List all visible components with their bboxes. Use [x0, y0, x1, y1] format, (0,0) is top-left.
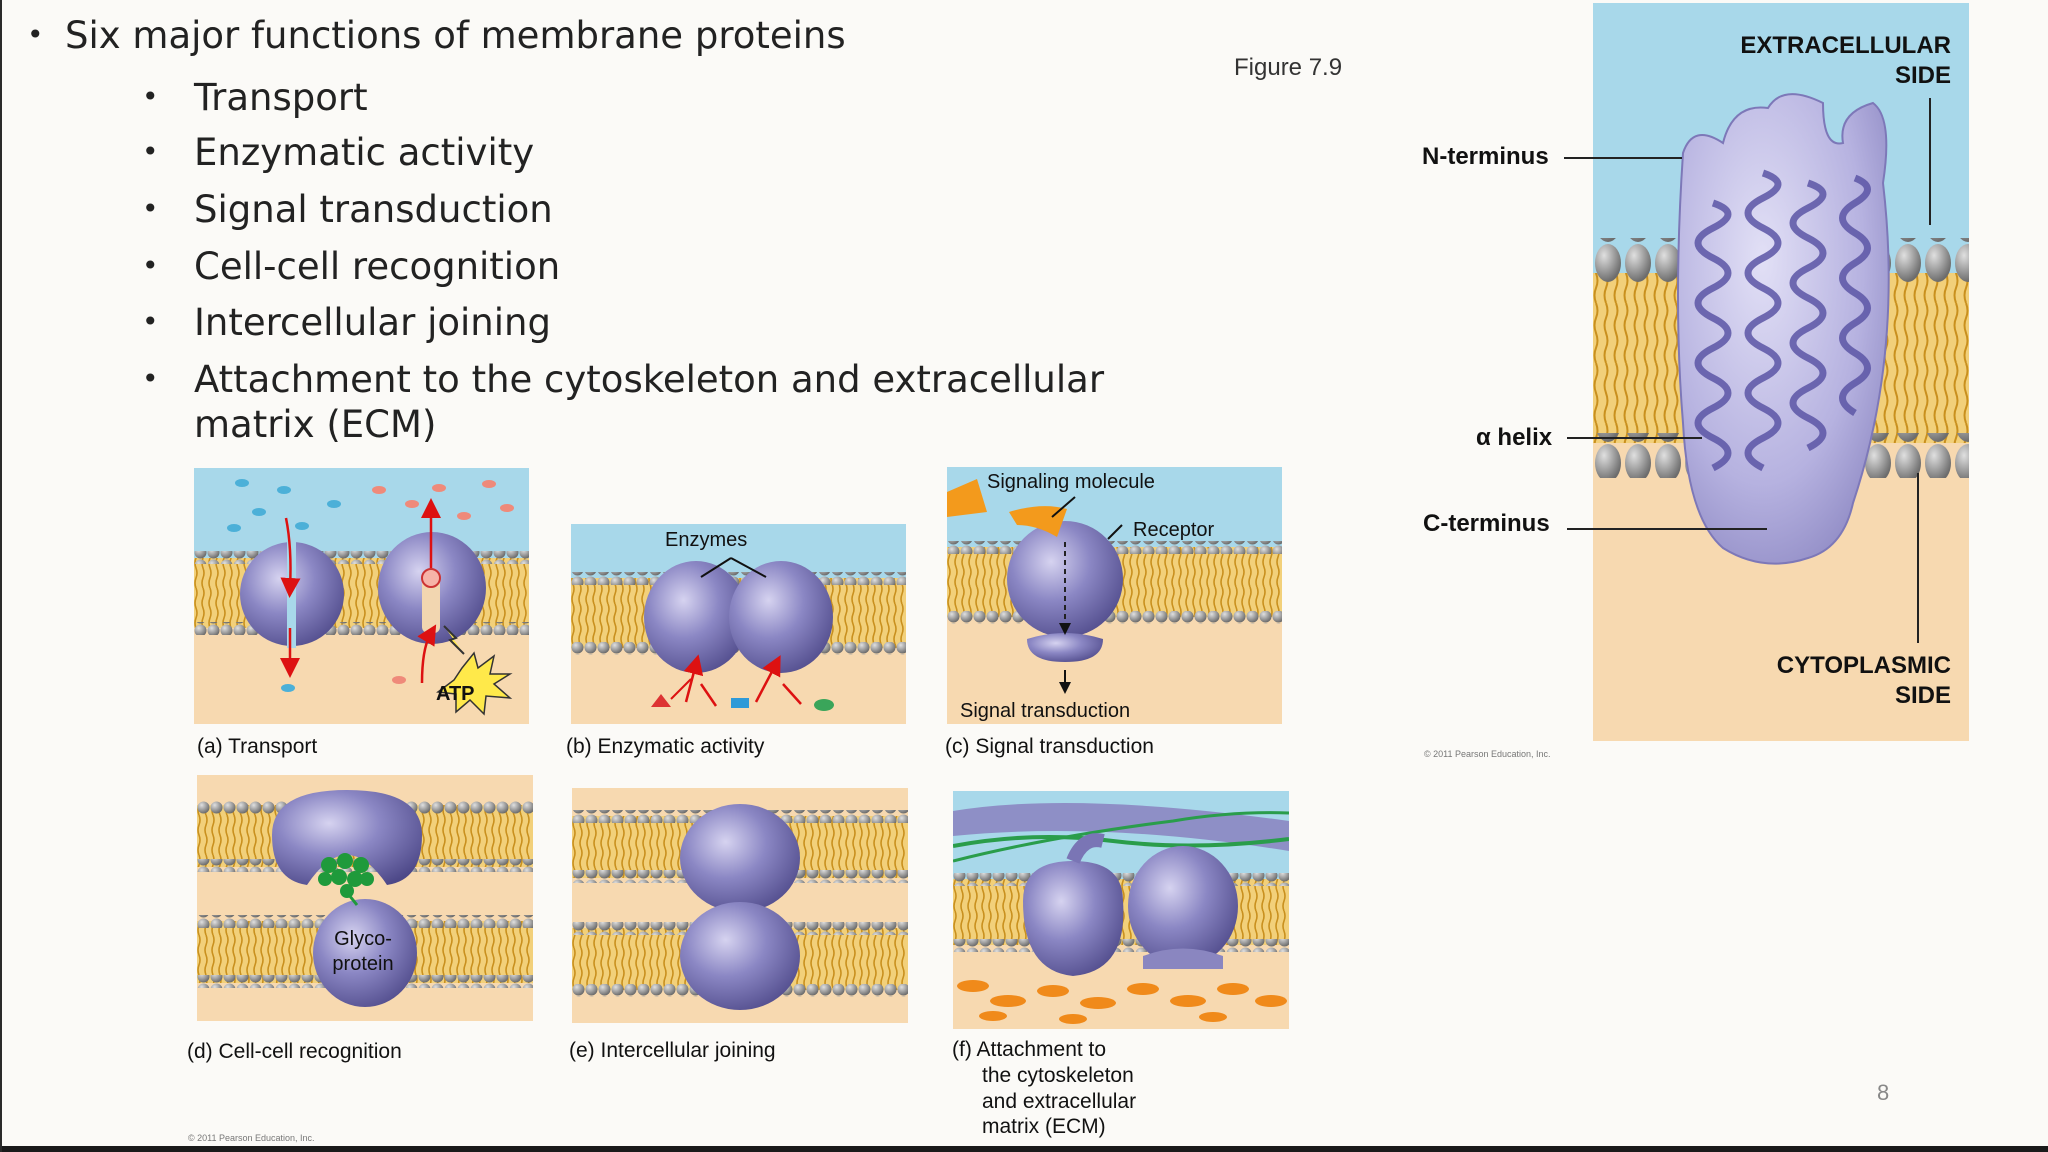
panel-recognition: Glyco- protein: [197, 775, 533, 1021]
page-number: 8: [1877, 1080, 1890, 1105]
caption-attachment-3: and extracellular: [982, 1090, 1137, 1113]
atp-label: ATP: [436, 683, 475, 705]
alpha-helix-label: α helix: [1476, 424, 1553, 451]
receptor-label: Receptor: [1133, 519, 1215, 541]
panel-transport: ATP: [194, 468, 529, 724]
panel-attachment: [953, 791, 1289, 1029]
caption-attachment-2: the cytoskeleton: [982, 1064, 1134, 1087]
caption-recognition: (d) Cell-cell recognition: [187, 1040, 402, 1063]
copyright-panels: © 2011 Pearson Education, Inc.: [188, 1133, 315, 1143]
enzymes-label: Enzymes: [665, 529, 748, 551]
glycoprotein-label-2: protein: [332, 953, 394, 975]
transport-illustration: [194, 468, 529, 724]
bottom-bar: [2, 1146, 2048, 1152]
caption-attachment-1: (f) Attachment to: [952, 1038, 1107, 1061]
joining-illustration: [572, 788, 908, 1023]
panel-signal: Signaling molecule Receptor Signal trans…: [947, 467, 1282, 724]
panel-joining: [572, 788, 908, 1023]
attachment-illustration: [953, 791, 1289, 1029]
caption-transport: (a) Transport: [197, 735, 318, 758]
caption-joining: (e) Intercellular joining: [569, 1039, 776, 1062]
caption-enzymatic: (b) Enzymatic activity: [566, 735, 765, 758]
cytoplasmic-label: CYTOPLASMIC SIDE: [1776, 652, 1951, 709]
n-terminus-label: N-terminus: [1422, 143, 1549, 170]
caption-signal: (c) Signal transduction: [945, 735, 1154, 758]
panel-enzymatic: Enzymes: [571, 524, 906, 724]
cytoplasmic-leader: [1917, 473, 1919, 643]
extracellular-label: EXTRACELLULAR SIDE: [1740, 32, 1951, 89]
signal-illustration: [947, 467, 1282, 724]
caption-attachment-4: matrix (ECM): [982, 1115, 1106, 1138]
protein-structure-illustration: [1593, 3, 1969, 741]
figure-label: Figure 7.9: [1234, 54, 1343, 81]
extracellular-leader: [1929, 98, 1931, 225]
enzymatic-illustration: [571, 524, 906, 724]
signal-transduction-label: Signal transduction: [960, 700, 1131, 722]
protein-structure-figure: EXTRACELLULAR SIDE CYTOPLASMIC SIDE: [1593, 3, 1969, 741]
n-terminus-leader: [1564, 157, 1682, 159]
c-terminus-leader: [1567, 528, 1767, 530]
alpha-helix-leader: [1567, 437, 1702, 439]
copyright-structure: © 2011 Pearson Education, Inc.: [1424, 749, 1551, 759]
signaling-molecule-label: Signaling molecule: [987, 471, 1155, 493]
glycoprotein-label-1: Glyco-: [334, 928, 392, 950]
c-terminus-label: C-terminus: [1423, 510, 1550, 537]
recognition-illustration: [197, 775, 533, 1021]
